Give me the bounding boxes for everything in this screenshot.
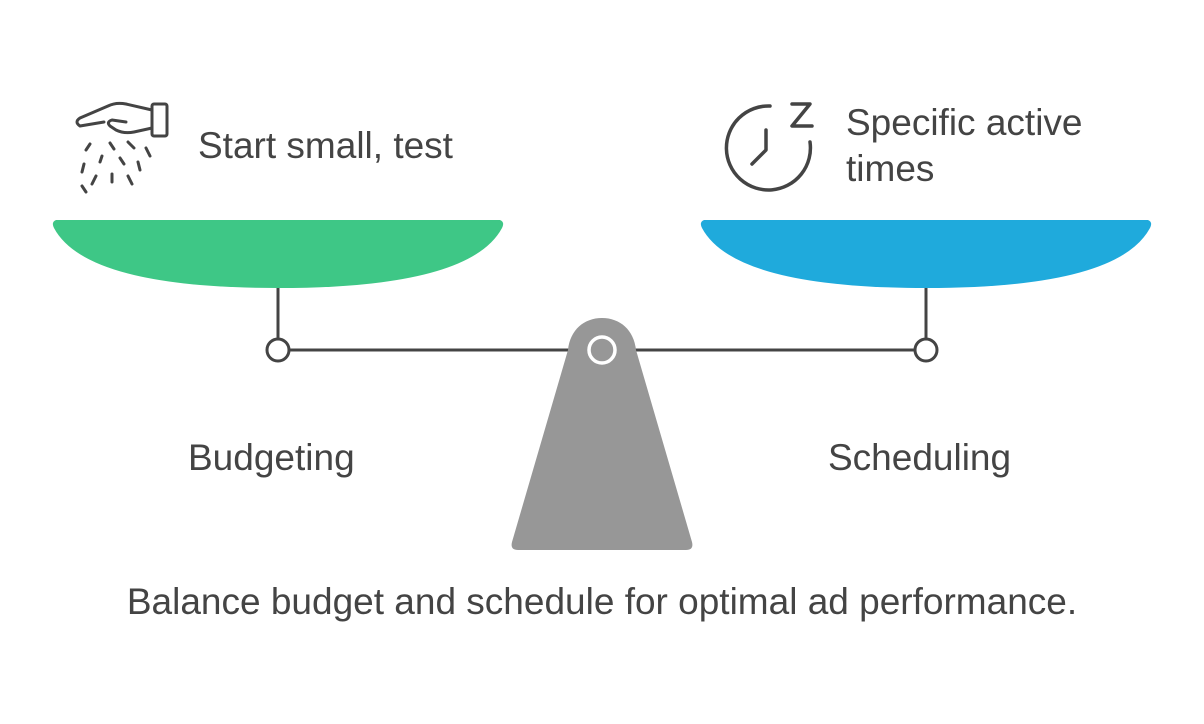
budgeting-caption: Start small, test: [198, 125, 453, 166]
left-pan: [52, 220, 504, 288]
budgeting-label: Budgeting: [188, 437, 355, 478]
footer-caption: Balance budget and schedule for optimal …: [126, 581, 1078, 622]
scheduling-caption-line1: Specific active: [846, 102, 1083, 143]
pivot-ring: [587, 335, 617, 365]
right-pan: [700, 220, 1152, 288]
left-joint: [265, 337, 291, 363]
hand-sprinkling-icon: [75, 101, 169, 194]
fulcrum: [511, 318, 693, 550]
right-joint: [913, 337, 939, 363]
scheduling-caption: Specific active times: [846, 100, 1083, 193]
clock-snooze-icon: [724, 102, 814, 192]
scheduling-label: Scheduling: [828, 437, 1012, 478]
scheduling-caption-line2: times: [846, 148, 935, 190]
